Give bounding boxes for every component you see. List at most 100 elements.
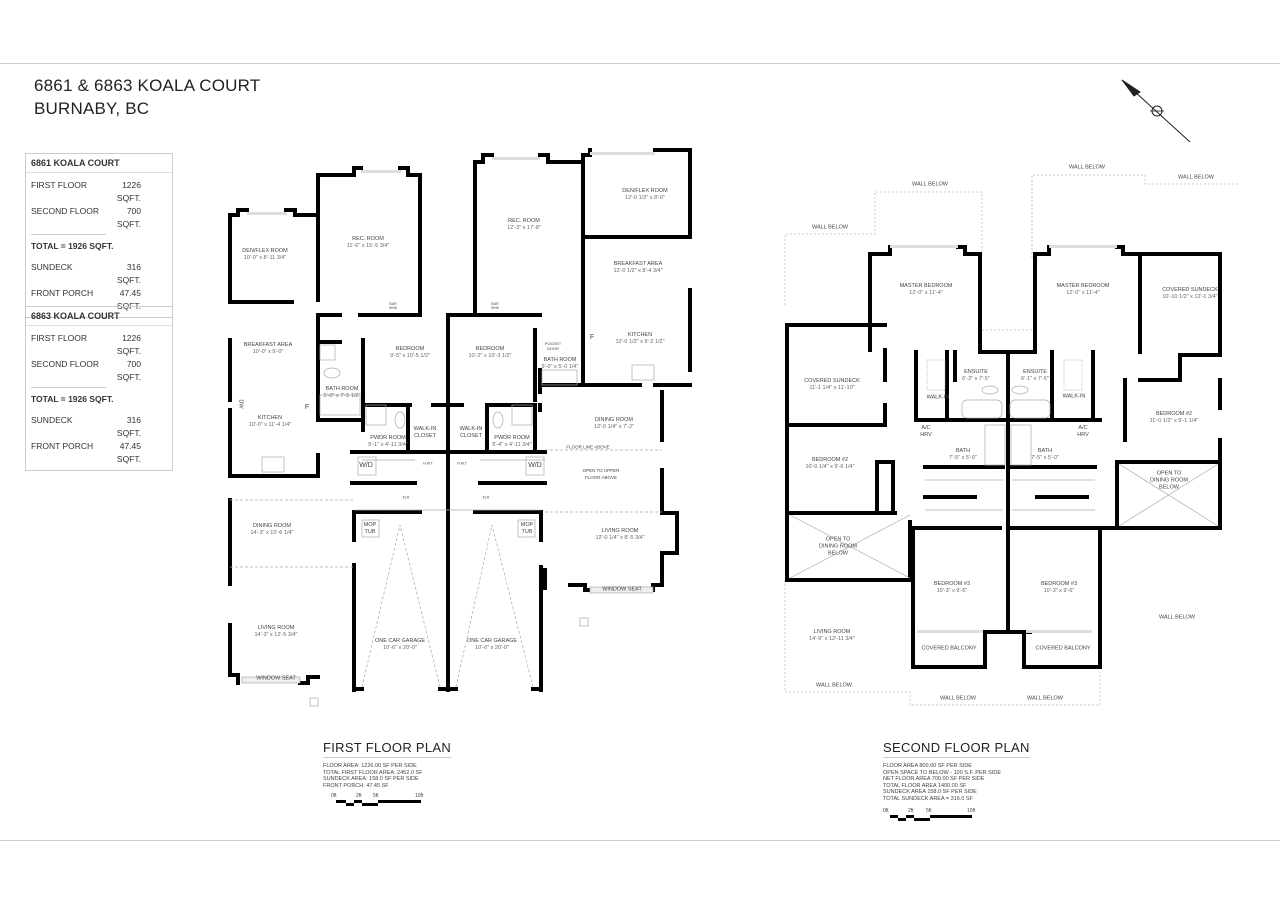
- address-line-2: BURNABY, BC: [34, 99, 150, 118]
- wall-below-label: WALL BELOW: [816, 682, 852, 689]
- first-floor-label: FIRST FLOOR: [31, 180, 88, 190]
- scale-tick: 10ft: [415, 793, 424, 799]
- covered-balcony-label: COVERED BALCONY: [1035, 645, 1091, 652]
- first-floor-scale-bar: [336, 800, 421, 806]
- address-line-1: 6861 & 6863 KOALA COURT: [34, 76, 261, 95]
- window-seat-label: WINDOW SEAT: [256, 675, 296, 682]
- wall-below-label: WALL BELOW: [940, 695, 976, 702]
- sundeck-label: SUNDECK: [31, 262, 73, 272]
- wall-below-label: WALL BELOW: [812, 224, 848, 231]
- second-floor-value: 700 SQFT.: [116, 206, 141, 229]
- washer-dryer-label: W/D: [528, 462, 542, 469]
- second-floor-label: SECOND FLOOR: [31, 206, 100, 216]
- unit-summary-6863: 6863 KOALA COURT FIRST FLOOR 1226 SQFT. S…: [25, 306, 173, 471]
- wall-below-label: WALL BELOW: [912, 181, 948, 188]
- scale-tick: 0ft: [883, 808, 889, 814]
- second-floor-plan-title: SECOND FLOOR PLAN: [883, 740, 1030, 758]
- scale-tick: 2ft: [908, 808, 914, 814]
- scale-tick: 2ft: [356, 793, 362, 799]
- divider: [31, 234, 106, 235]
- sundeck-value: 316 SQFT.: [116, 262, 141, 285]
- first-floor-value: 1226 SQFT.: [116, 180, 141, 203]
- porch-label: FRONT PORCH: [31, 288, 94, 298]
- first-floor-plan-title: FIRST FLOOR PLAN: [323, 740, 452, 758]
- hot-water-tank-label: H.W.T: [423, 461, 433, 466]
- window-seat-label: WINDOW SEAT: [602, 586, 642, 593]
- wall-below-label: WALL BELOW: [1027, 695, 1063, 702]
- fridge-label: F: [589, 334, 595, 341]
- unit-name: 6863 KOALA COURT: [26, 307, 172, 326]
- unit-name: 6861 KOALA COURT: [26, 154, 172, 173]
- elr-label: ELR: [402, 495, 410, 500]
- total: TOTAL = 1926 SQFT.: [31, 241, 114, 251]
- divider: [31, 387, 106, 388]
- scale-tick: 5ft: [926, 808, 932, 814]
- unit-summary-6861: 6861 KOALA COURT FIRST FLOOR 1226 SQFT. S…: [25, 153, 173, 318]
- floor-line-label: FLOOR LINE ABOVE: [566, 444, 610, 450]
- top-rule: [0, 63, 1280, 64]
- wall-below-label: WALL BELOW: [1069, 164, 1105, 171]
- scale-tick: 5ft: [373, 793, 379, 799]
- scale-tick: 0ft: [331, 793, 337, 799]
- first-floor-fixtures: [230, 152, 662, 707]
- porch-value: 47.45 SQFT.: [116, 441, 141, 464]
- second-floor-label: SECOND FLOOR: [31, 359, 100, 369]
- fridge-label: F: [304, 404, 310, 411]
- first-floor-walls: [228, 148, 692, 692]
- second-floor-wall-below-outline: [784, 174, 1240, 706]
- first-floor-label: FIRST FLOOR: [31, 333, 88, 343]
- washer-dryer-label: W/D: [359, 462, 373, 469]
- second-floor-scale-bar: [890, 815, 972, 821]
- north-arrow-icon: [1121, 79, 1191, 143]
- elr-label: ELR: [482, 495, 490, 500]
- second-floor-walls: [785, 245, 1222, 669]
- first-floor-value: 1226 SQFT.: [116, 333, 141, 356]
- wall-below-label: WALL BELOW: [1159, 614, 1195, 621]
- second-floor-value: 700 SQFT.: [116, 359, 141, 382]
- sundeck-label: SUNDECK: [31, 415, 73, 425]
- total: TOTAL = 1926 SQFT.: [31, 394, 114, 404]
- hot-water-tank-label: H.W.T: [457, 461, 467, 466]
- second-floor-fixtures: [789, 245, 1219, 633]
- bottom-rule: [0, 840, 1280, 841]
